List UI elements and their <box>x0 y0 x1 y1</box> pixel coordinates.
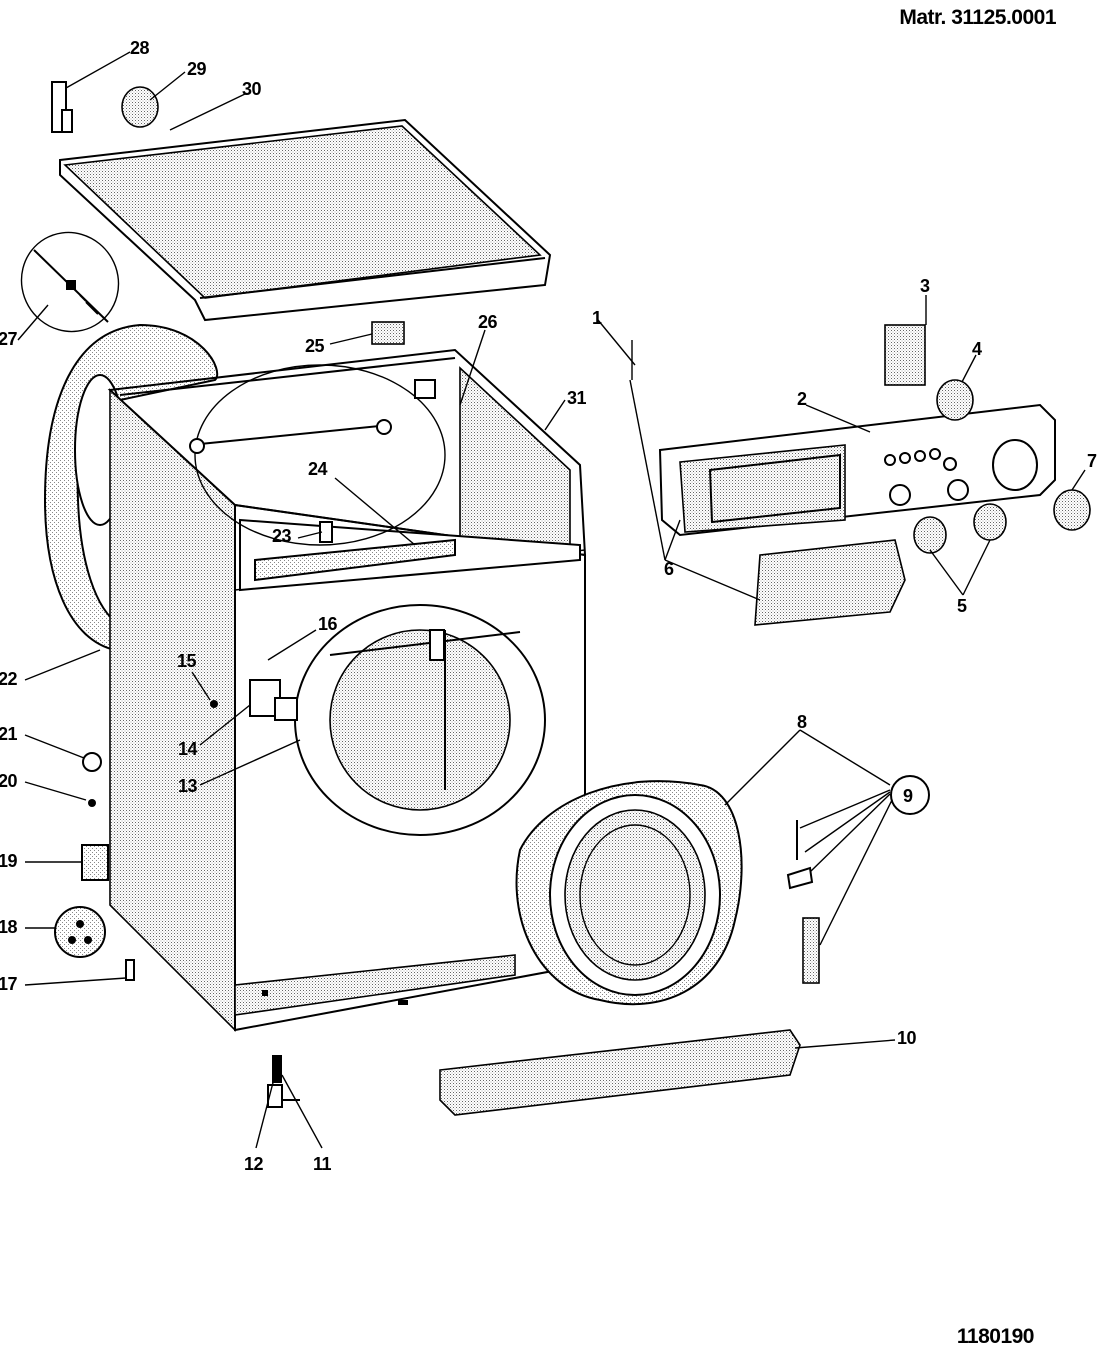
door-assembly <box>515 780 743 1006</box>
leader-lines <box>17 51 1086 1149</box>
callout-2: 2 <box>797 389 807 409</box>
electronic-board <box>884 324 974 421</box>
callout-28: 28 <box>130 38 150 58</box>
cabinet <box>107 348 587 1032</box>
callout-9: 9 <box>903 786 913 806</box>
top-lid <box>59 118 552 322</box>
callout-29: 29 <box>187 59 207 79</box>
filter-cap-part <box>371 321 405 345</box>
callout-24: 24 <box>308 459 328 479</box>
callout-19: 19 <box>0 851 18 871</box>
spring-detail-oval <box>20 231 120 333</box>
left-side-small-parts <box>54 752 135 981</box>
callout-17: 17 <box>0 974 18 994</box>
callout-18: 18 <box>0 917 18 937</box>
callout-26: 26 <box>478 312 498 332</box>
plinth-panel <box>439 1029 801 1116</box>
callout-16: 16 <box>318 614 338 634</box>
callout-13: 13 <box>178 776 198 796</box>
callout-27: 27 <box>0 329 18 349</box>
hinge-parts <box>786 775 930 984</box>
knobs <box>913 489 1091 554</box>
callout-11: 11 <box>313 1154 332 1174</box>
callout-8: 8 <box>797 712 807 732</box>
callout-20: 20 <box>0 771 18 791</box>
drawing-code: 1180190 <box>956 1325 1035 1348</box>
callout-12: 12 <box>244 1154 264 1174</box>
hinge-clip-part <box>51 81 73 133</box>
callout-25: 25 <box>305 336 325 356</box>
callout-labels: 28 29 30 27 25 26 31 24 23 22 16 15 14 1… <box>0 38 1098 1174</box>
callout-15: 15 <box>177 651 197 671</box>
callout-22: 22 <box>0 669 18 689</box>
callout-4: 4 <box>972 339 982 359</box>
round-cap-part <box>121 86 159 128</box>
callout-6: 6 <box>664 559 674 579</box>
callout-30: 30 <box>242 79 262 99</box>
callout-14: 14 <box>178 739 198 759</box>
model-code: Matr. 31125.0001 <box>899 6 1056 29</box>
callout-7: 7 <box>1087 451 1097 471</box>
callout-1: 1 <box>592 308 602 328</box>
callout-3: 3 <box>920 276 930 296</box>
callout-31: 31 <box>567 388 587 408</box>
callout-21: 21 <box>0 724 18 744</box>
dispenser-drawer-front <box>754 539 906 626</box>
callout-23: 23 <box>272 526 292 546</box>
callout-5: 5 <box>957 596 967 616</box>
control-panel <box>658 403 1056 537</box>
callout-10: 10 <box>897 1028 917 1048</box>
